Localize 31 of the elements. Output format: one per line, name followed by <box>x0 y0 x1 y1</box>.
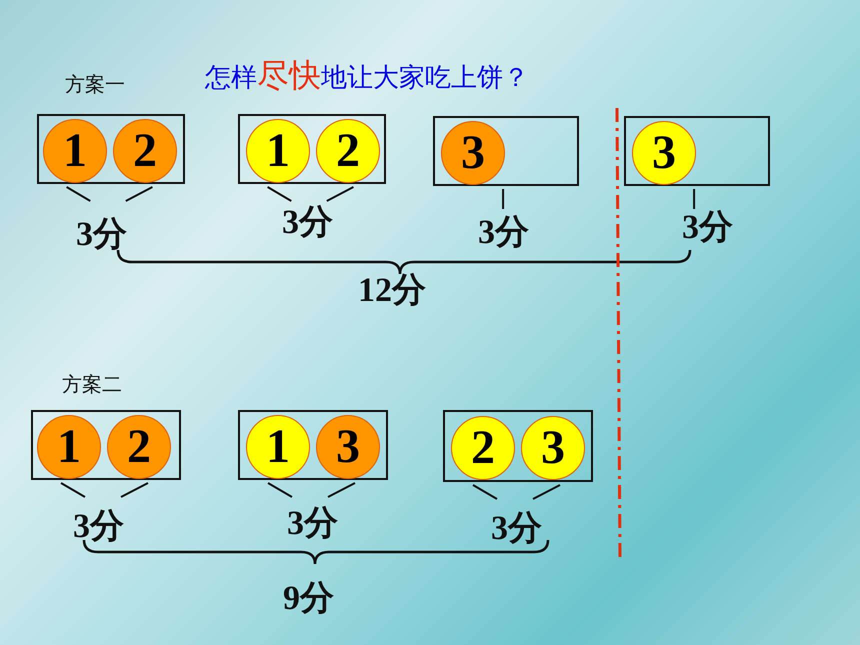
time-label: 3分 <box>76 218 127 252</box>
scheme-label: 方案一 <box>65 74 125 94</box>
pancake-circle: 2 <box>451 416 515 480</box>
title: 怎样尽快地让大家吃上饼？ <box>205 58 529 94</box>
time-label: 3分 <box>282 206 333 240</box>
pancake-circle: 2 <box>113 119 177 183</box>
pancake-circle: 1 <box>37 415 101 479</box>
pan-box <box>31 410 181 480</box>
pan-box <box>238 114 386 184</box>
pancake-circle: 2 <box>107 415 171 479</box>
time-label: 3分 <box>287 507 338 541</box>
time-label: 3分 <box>491 512 542 546</box>
total-time-label: 12分 <box>358 274 426 308</box>
total-time-label: 9分 <box>283 582 334 616</box>
pan-box <box>624 116 770 186</box>
pan-box <box>433 116 579 186</box>
pancake-circle: 3 <box>316 415 380 479</box>
time-label: 3分 <box>478 216 529 250</box>
pancake-circle: 2 <box>316 119 380 183</box>
scheme-label: 方案二 <box>62 374 122 394</box>
pancake-circle: 1 <box>246 119 310 183</box>
pancake-circle: 1 <box>43 119 107 183</box>
pancake-circle: 3 <box>632 121 696 185</box>
pan-box <box>238 410 388 480</box>
time-label: 3分 <box>682 211 733 245</box>
pan-box <box>443 410 593 482</box>
pan-box <box>37 114 185 184</box>
pancake-circle: 3 <box>441 121 505 185</box>
time-label: 3分 <box>73 510 124 544</box>
pancake-circle: 1 <box>246 415 310 479</box>
pancake-circle: 3 <box>521 416 585 480</box>
